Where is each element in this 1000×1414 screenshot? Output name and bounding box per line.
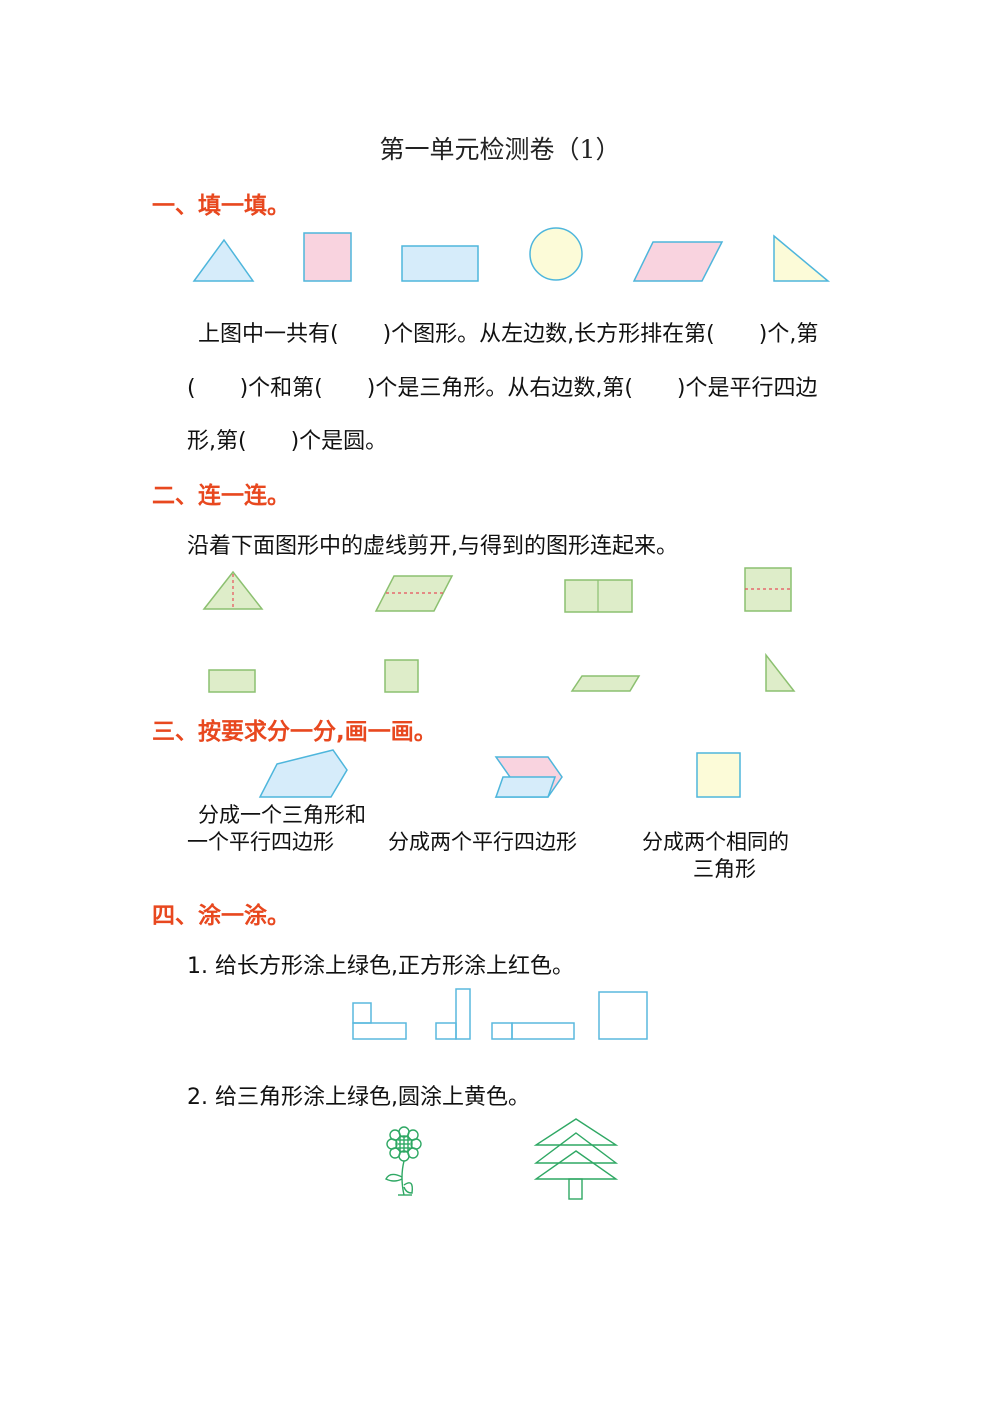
coloring-item-1: 1. 给长方形涂上绿色,正方形涂上红色。 xyxy=(187,954,574,979)
flower-and-tree xyxy=(385,1118,619,1200)
parallelogram-icon xyxy=(632,241,724,282)
divide-shapes xyxy=(258,749,741,798)
caption-3-line-2: 三角形 xyxy=(693,857,756,881)
yellow-square xyxy=(696,752,741,798)
caption-1-line-1: 分成一个三角形和 xyxy=(198,803,366,827)
section-2-instruction: 沿着下面图形中的虚线剪开,与得到的图形连起来。 xyxy=(187,534,678,559)
rectangle-icon xyxy=(401,245,479,282)
caption-3-line-1: 分成两个相同的 xyxy=(642,830,789,854)
cut-rectangle xyxy=(564,579,633,613)
figure-tall-pieces xyxy=(435,988,471,1040)
cut-shapes xyxy=(202,567,796,693)
sunflower-drawing xyxy=(385,1126,422,1196)
result-half-triangle xyxy=(765,652,796,692)
figure-big-square xyxy=(598,991,648,1040)
pentagon-shape xyxy=(258,749,348,798)
caption-2: 分成两个平行四边形 xyxy=(388,830,577,854)
section-2-heading: 二、连一连。 xyxy=(152,483,290,509)
right-triangle-icon xyxy=(773,234,831,282)
cut-triangle xyxy=(202,570,264,610)
figure-long-pieces xyxy=(491,1022,575,1040)
section-4-heading: 四、涂一涂。 xyxy=(152,903,290,929)
section-1-shapes xyxy=(192,227,831,282)
square-icon xyxy=(303,232,352,282)
coloring-item-2: 2. 给三角形涂上绿色,圆涂上黄色。 xyxy=(187,1085,530,1110)
rectangles-squares-figures xyxy=(352,988,648,1040)
circle-icon xyxy=(529,227,583,281)
cut-parallelogram xyxy=(374,575,454,612)
section-1-heading: 一、填一填。 xyxy=(152,193,290,219)
result-small-rectangle xyxy=(208,669,256,693)
fill-in-line-1: 上图中一共有( )个图形。从左边数,长方形排在第( )个,第 xyxy=(198,322,819,347)
page-title: 第一单元检测卷（1） xyxy=(379,135,621,164)
caption-1-line-2: 一个平行四边形 xyxy=(187,830,334,854)
section-3-heading: 三、按要求分一分,画一画。 xyxy=(152,719,437,745)
cut-square xyxy=(744,567,792,612)
figure-l-shape xyxy=(352,1002,407,1040)
tree-drawing xyxy=(533,1118,619,1200)
arrow-shape-blue-half xyxy=(494,776,557,798)
result-thin-parallelogram xyxy=(570,675,641,692)
result-small-square xyxy=(384,659,419,693)
triangle-icon xyxy=(192,238,255,282)
fill-in-line-2: ( )个和第( )个是三角形。从右边数,第( )个是平行四边 xyxy=(187,376,818,401)
fill-in-line-3: 形,第( )个是圆。 xyxy=(187,429,388,454)
